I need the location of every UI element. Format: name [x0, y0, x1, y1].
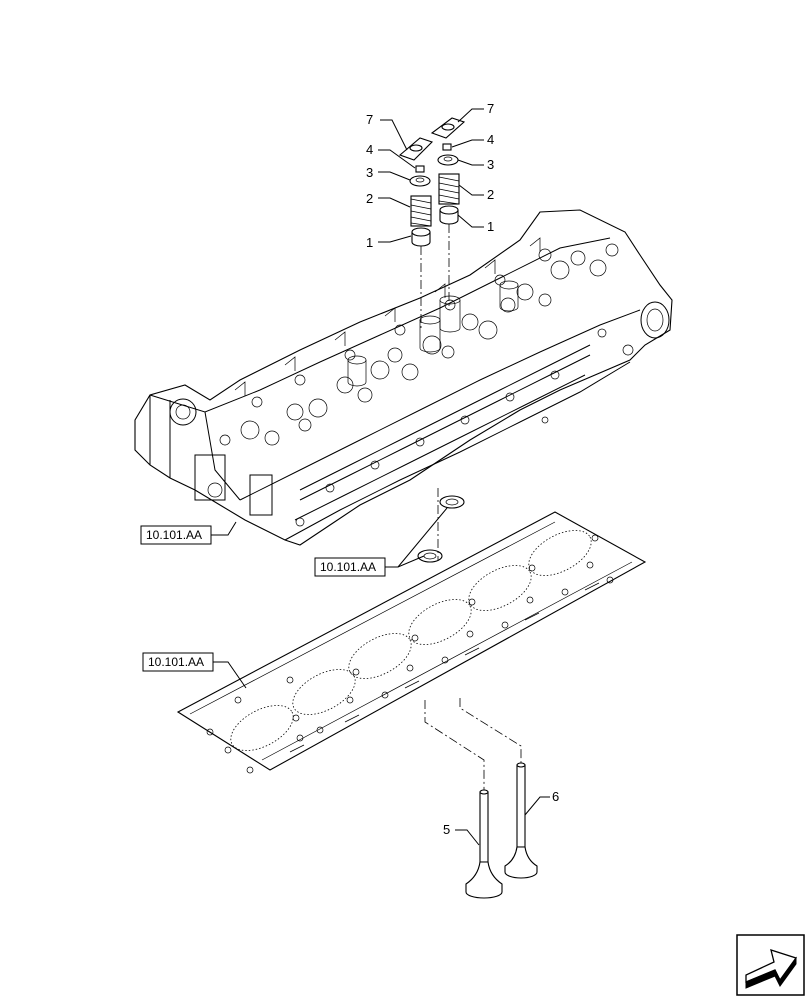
- callout-right-7[interactable]: 7: [487, 101, 494, 116]
- ref-gasket-label: 10.101.AA: [148, 655, 204, 669]
- head-gasket: [176, 495, 647, 774]
- valve-train-right: [430, 117, 466, 225]
- ref-box-gasket[interactable]: 10.101.AA: [142, 652, 214, 672]
- ref-cylinder-head-label: 10.101.AA: [146, 528, 202, 542]
- ref-seal-label: 10.101.AA: [320, 560, 376, 574]
- callout-numbers: 7 4 3 2 1 7 4 3 2 1 5 6: [366, 101, 559, 837]
- callout-right-3[interactable]: 3: [487, 157, 494, 172]
- callout-right-4[interactable]: 4: [487, 132, 494, 147]
- reference-boxes: 10.101.AA 10.101.AA 10.101.AA: [140, 525, 386, 672]
- callout-left-3[interactable]: 3: [366, 165, 373, 180]
- callout-left-2[interactable]: 2: [366, 191, 373, 206]
- ref-box-cylinder-head[interactable]: 10.101.AA: [140, 525, 212, 545]
- callout-right-1[interactable]: 1: [487, 219, 494, 234]
- valves: [465, 762, 538, 899]
- callout-right-2[interactable]: 2: [487, 187, 494, 202]
- callout-valve-5[interactable]: 5: [443, 822, 450, 837]
- page-navigation-arrow-icon[interactable]: [736, 934, 805, 996]
- ref-box-seal[interactable]: 10.101.AA: [314, 557, 386, 577]
- callout-left-4[interactable]: 4: [366, 142, 373, 157]
- valve-train-left: [398, 137, 434, 247]
- callout-valve-6[interactable]: 6: [552, 789, 559, 804]
- callout-left-1[interactable]: 1: [366, 235, 373, 250]
- cylinder-head: [134, 209, 673, 546]
- callout-leaders: [210, 108, 550, 846]
- callout-left-7[interactable]: 7: [366, 112, 373, 127]
